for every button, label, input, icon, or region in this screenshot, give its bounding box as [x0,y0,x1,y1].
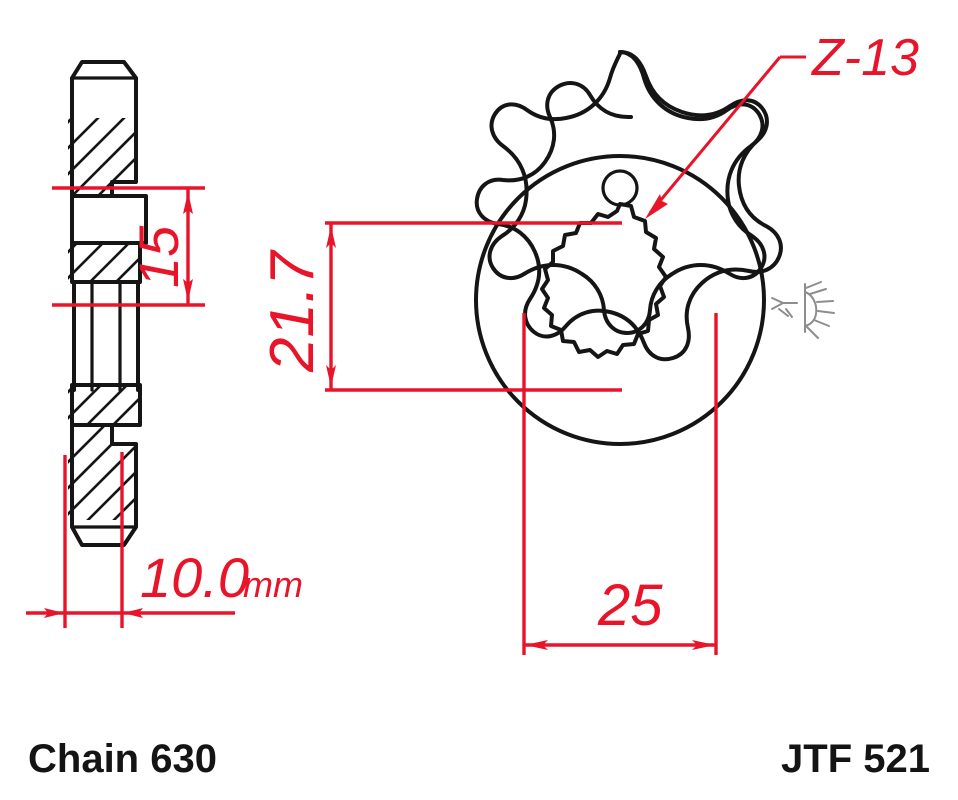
callout-z13-leader-diagonal [648,56,782,214]
section-hub-lower-step [70,383,142,427]
dim-15-arrow-bottom [183,279,193,301]
dimension-thickness: 10.0 mm [26,452,303,628]
section-bottom-hatching [68,425,138,520]
callout-z13-arrowhead [645,194,668,219]
dim-10-unit-label: mm [243,564,303,605]
section-hub-lower-hatching [68,385,140,425]
dim-25-label: 25 [597,573,663,638]
dim-10-arrow-right [123,608,143,618]
callout-teeth-count: Z-13 [645,29,919,219]
dim-217-arrow-top [326,226,336,248]
surface-finish-icon [771,281,835,339]
sprocket-hub-circle [474,154,766,446]
front-view [474,50,835,446]
dim-217-arrow-bottom [326,365,336,387]
section-top-tooth-outline [70,60,138,198]
sprocket-tooth-profile [474,50,783,362]
dim-10-label: 10.0 [140,546,249,609]
dimension-bore-height: 21.7 [258,221,622,392]
sprocket-spline-bore [540,202,668,359]
part-number-label: JTF 521 [781,737,930,781]
sprocket-outer-teeth [487,50,767,335]
sprocket-bolt-hole [601,169,639,207]
dim-15-arrow-top [183,192,193,214]
dim-217-label: 21.7 [258,249,327,373]
section-view [68,60,148,547]
dimension-bore-width: 25 [522,313,718,655]
section-hub-upper-hatching [68,243,140,282]
dimension-hub-width: 15 [52,186,205,307]
dim-25-arrow-right [692,640,715,650]
chain-label: Chain 630 [28,737,217,781]
dim-15-label: 15 [127,225,190,288]
callout-z13-label: Z-13 [810,29,919,87]
dim-25-arrow-left [525,640,548,650]
section-hub-upper-band [70,194,148,245]
dim-10-arrow-left [44,608,64,618]
